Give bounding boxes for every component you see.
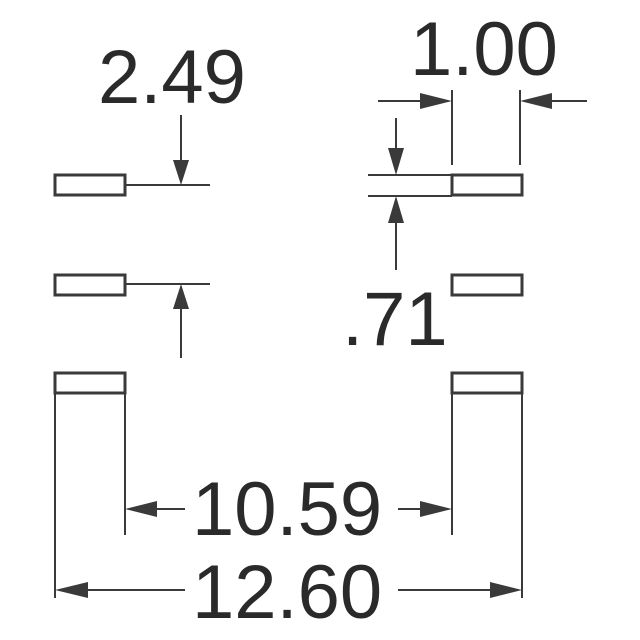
- pitch-arrow-down: [173, 160, 189, 185]
- inner-span-dimension: 10.59: [125, 467, 452, 552]
- pad-width-label: .71: [342, 277, 448, 362]
- pad-right-3: [450, 371, 524, 395]
- outer-span-arrow-left: [55, 582, 88, 598]
- pad-left-3: [53, 371, 127, 395]
- outer-span-dimension: 12.60: [55, 550, 522, 635]
- pad-length-dimension: 1.00: [378, 7, 587, 165]
- pad-left-2: [53, 273, 127, 297]
- pad-right-1: [450, 173, 524, 197]
- pad-width-arrow-down: [388, 148, 404, 175]
- pad-width-arrow-up: [388, 196, 404, 223]
- pitch-dimension: 2.49: [98, 35, 246, 358]
- outer-span-label: 12.60: [192, 550, 382, 635]
- inner-span-label: 10.59: [192, 467, 382, 552]
- outer-span-arrow-right: [490, 582, 522, 598]
- inner-span-arrow-left: [125, 501, 157, 517]
- pad-width-dimension: .71: [342, 118, 452, 362]
- pad-length-arrow-right: [420, 93, 452, 109]
- pitch-arrow-up: [173, 284, 189, 309]
- pitch-label: 2.49: [98, 35, 246, 120]
- pad-length-arrow-left: [520, 93, 552, 109]
- inner-span-arrow-right: [420, 501, 452, 517]
- pad-right-2: [450, 273, 524, 297]
- pad-length-label: 1.00: [410, 7, 558, 92]
- pad-left-1: [53, 173, 127, 197]
